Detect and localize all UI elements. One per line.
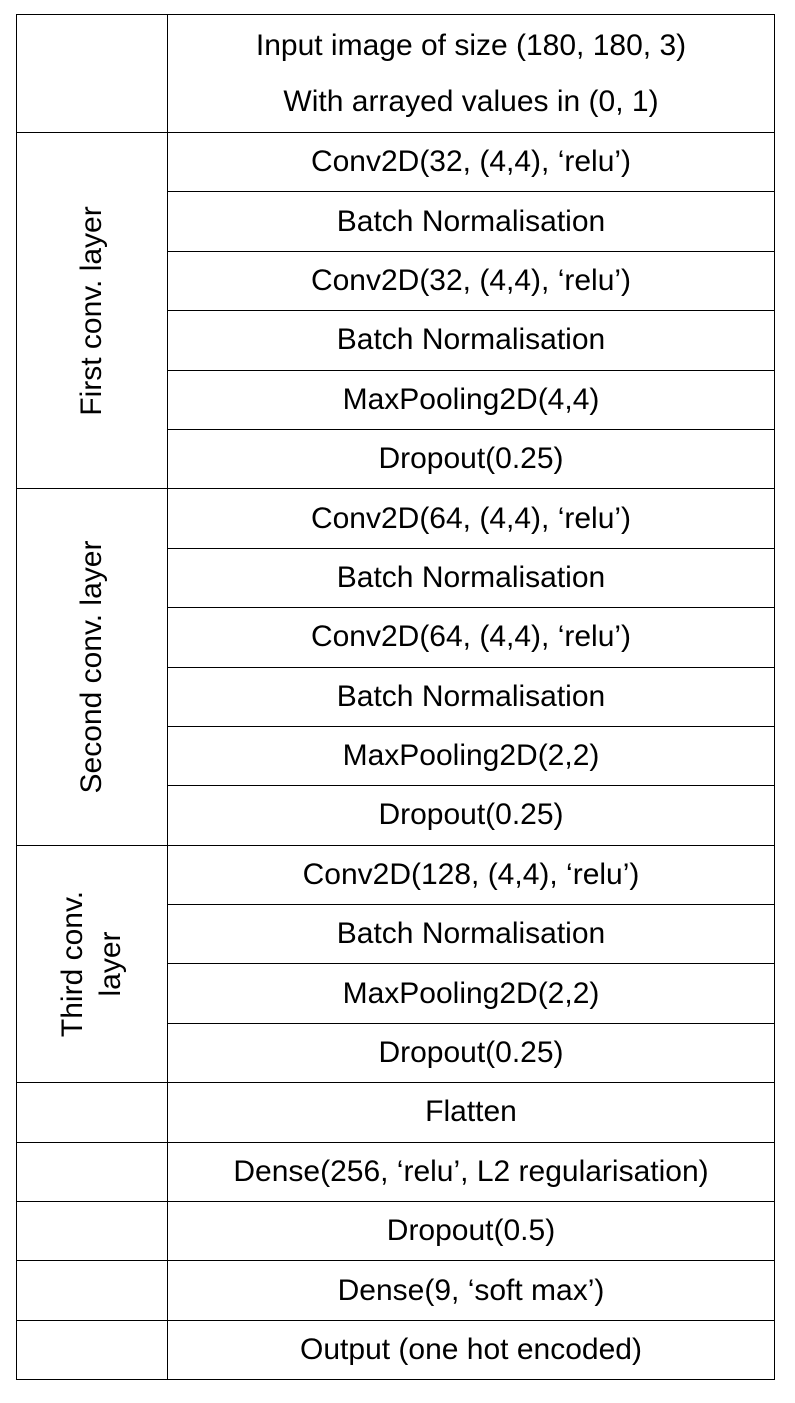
architecture-table: Input image of size (180, 180, 3) With a… (16, 14, 775, 1381)
layer-cell: Batch Normalisation (167, 547, 775, 609)
dense-256-row: Dense(256, ‘relu’, L2 regularisation) (16, 1141, 775, 1203)
layer-cell: Conv2D(64, (4,4), ‘relu’) (167, 488, 775, 549)
dense-9-row: Dense(9, ‘soft max’) (16, 1260, 775, 1321)
input-size-text: Input image of size (180, 180, 3) (255, 28, 687, 62)
layer-cell: Conv2D(64, (4,4), ‘relu’) (167, 607, 775, 668)
third-conv-layer-label: Third conv. layer (54, 891, 130, 1037)
layer-row: First conv. layer Conv2D(32, (4,4), ‘rel… (16, 131, 775, 490)
layer-cell: Conv2D(32, (4,4), ‘relu’) (167, 250, 775, 312)
third-conv-label-line1: Third conv. (56, 890, 89, 1038)
layer-cell: Batch Normalisation (167, 666, 775, 727)
empty-label-cell (16, 1201, 168, 1262)
layer-row: MaxPooling2D(2,2) (17, 963, 775, 1024)
dropout-05-row: Dropout(0.5) (16, 1201, 775, 1262)
layer-row: MaxPooling2D(2,2) (17, 725, 775, 787)
layer-cell: Batch Normalisation (167, 310, 775, 371)
empty-label-cell (16, 1141, 168, 1203)
flatten-row: Flatten (16, 1082, 775, 1143)
layer-cell: Dense(256, ‘relu’, L2 regularisation) (167, 1141, 775, 1203)
second-conv-group-cell: Second conv. layer (16, 488, 168, 846)
layer-row: Dropout(0.25) (17, 1022, 775, 1084)
input-range-text: With arrayed values in (0, 1) (283, 84, 659, 118)
layer-row: Dropout(0.25) (17, 785, 775, 846)
input-description: Input image of size (180, 180, 3) With a… (167, 14, 775, 133)
layer-row: Batch Normalisation (17, 547, 775, 609)
first-conv-layer-label: First conv. layer (75, 205, 108, 416)
layer-cell: MaxPooling2D(2,2) (167, 725, 775, 787)
input-label-cell (16, 14, 168, 133)
output-row: Output (one hot encoded) (16, 1319, 775, 1381)
layer-cell: Conv2D(32, (4,4), ‘relu’) (167, 131, 775, 193)
first-conv-group-cell: First conv. layer (16, 131, 168, 490)
layer-cell: Dropout(0.25) (167, 1022, 775, 1084)
layer-cell: Dropout(0.5) (167, 1201, 775, 1262)
layer-row: Batch Normalisation (17, 904, 775, 965)
third-conv-group-cell: Third conv. layer (16, 844, 168, 1084)
layer-cell: Flatten (167, 1082, 775, 1143)
third-conv-label-line2: layer (94, 931, 127, 997)
empty-label-cell (16, 1319, 168, 1381)
layer-row: Conv2D(32, (4,4), ‘relu’) (17, 250, 775, 312)
input-row: Input image of size (180, 180, 3) With a… (16, 14, 775, 133)
empty-label-cell (16, 1082, 168, 1143)
layer-row: Second conv. layer Conv2D(64, (4,4), ‘re… (16, 488, 775, 846)
layer-row: Third conv. layer Conv2D(128, (4,4), ‘re… (16, 844, 775, 1084)
layer-row: Batch Normalisation (17, 310, 775, 371)
layer-cell: MaxPooling2D(4,4) (167, 369, 775, 430)
layer-cell: MaxPooling2D(2,2) (167, 963, 775, 1024)
layer-cell: Dense(9, ‘soft max’) (167, 1260, 775, 1321)
second-conv-layer-label: Second conv. layer (75, 540, 108, 794)
layer-cell: Batch Normalisation (167, 904, 775, 965)
layer-cell: Dropout(0.25) (167, 785, 775, 846)
layer-cell: Conv2D(128, (4,4), ‘relu’) (167, 844, 775, 906)
empty-label-cell (16, 1260, 168, 1321)
layer-row: Batch Normalisation (17, 666, 775, 727)
layer-cell: Dropout(0.25) (167, 428, 775, 490)
layer-row: Batch Normalisation (17, 191, 775, 252)
layer-cell: Batch Normalisation (167, 191, 775, 252)
layer-cell: Output (one hot encoded) (167, 1319, 775, 1381)
